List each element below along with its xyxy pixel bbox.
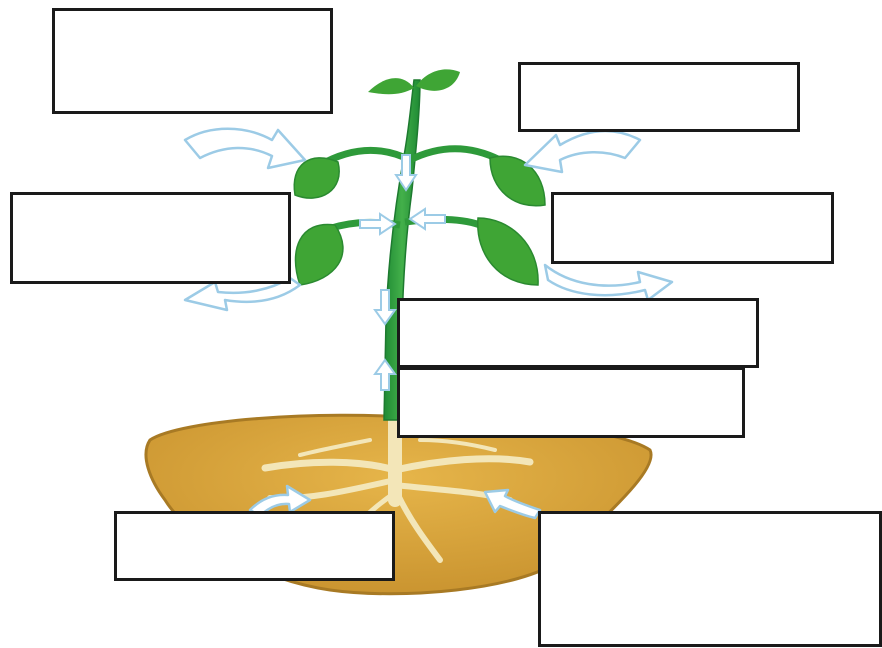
upper-left-leaf — [294, 158, 339, 198]
label-box-top-left[interactable] — [52, 8, 333, 114]
label-box-mid-right[interactable] — [551, 192, 834, 264]
arrow-icon-stem-branch-right — [410, 209, 445, 229]
arrow-icon-stem-branch-left — [360, 214, 395, 234]
label-box-root-left[interactable] — [114, 511, 395, 581]
label-box-mid-left[interactable] — [10, 192, 291, 284]
arrow-icon-top-right — [525, 131, 640, 172]
lower-left-leaf — [295, 224, 342, 285]
sprout-leaf-left — [368, 78, 414, 94]
label-box-stem-lower[interactable] — [397, 367, 745, 438]
label-box-top-right[interactable] — [518, 62, 800, 132]
arrow-icon-top-left — [185, 129, 305, 168]
lower-right-leaf — [478, 218, 538, 285]
arrow-icon-mid-right — [545, 265, 672, 300]
label-box-root-right[interactable] — [538, 511, 882, 647]
sprout-leaf-right — [416, 69, 460, 90]
label-box-stem-upper[interactable] — [397, 298, 759, 368]
